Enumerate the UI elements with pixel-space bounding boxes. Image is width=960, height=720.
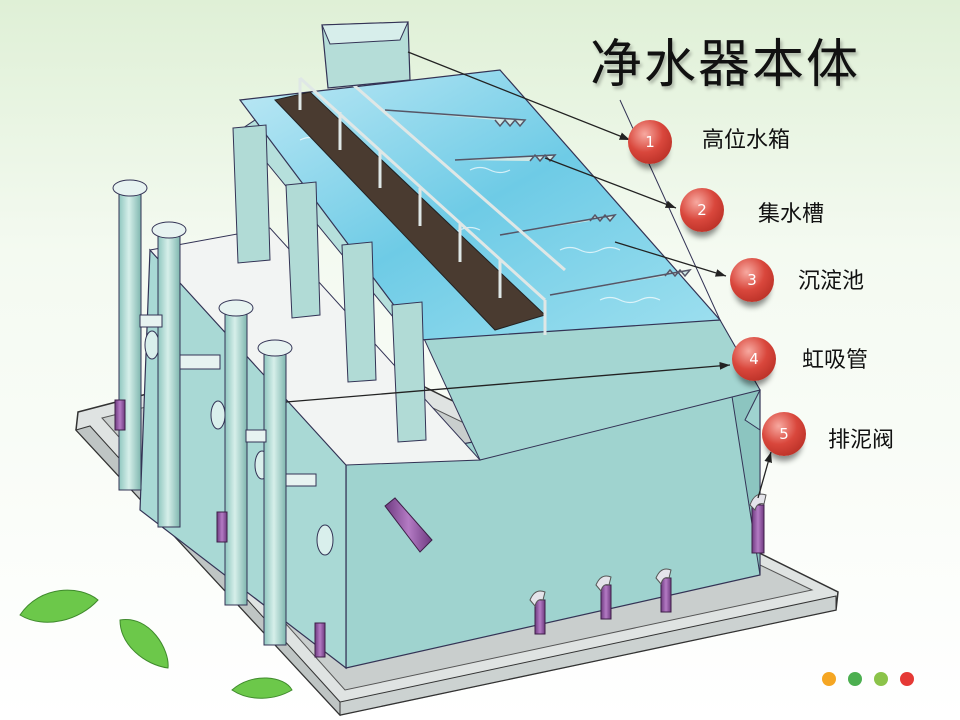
decor-dot-red (900, 672, 914, 686)
tank-body (139, 21, 761, 670)
callout-label: 集水槽 (758, 202, 825, 227)
callout-number-badge: 1 (628, 120, 672, 164)
callout-label: 排泥阀 (828, 428, 895, 453)
decor-dot-green (848, 672, 862, 686)
callout-label: 高位水箱 (702, 128, 791, 153)
sludge-valves (114, 399, 765, 658)
callout-number-badge: 2 (680, 188, 724, 232)
callout-number-badge: 3 (730, 258, 774, 302)
callout-label: 虹吸管 (802, 348, 869, 373)
leaf-decoration (19, 589, 293, 699)
callout-number-badge: 5 (762, 412, 806, 456)
callout-label: 沉淀池 (798, 269, 865, 294)
page-title: 净水器本体 (590, 35, 861, 95)
decor-dot-orange (822, 672, 836, 686)
callout-number-badge: 4 (732, 337, 776, 381)
leader-lines (285, 51, 772, 499)
decor-dot-lightgreen (874, 672, 888, 686)
siphon-pipes (112, 179, 317, 646)
